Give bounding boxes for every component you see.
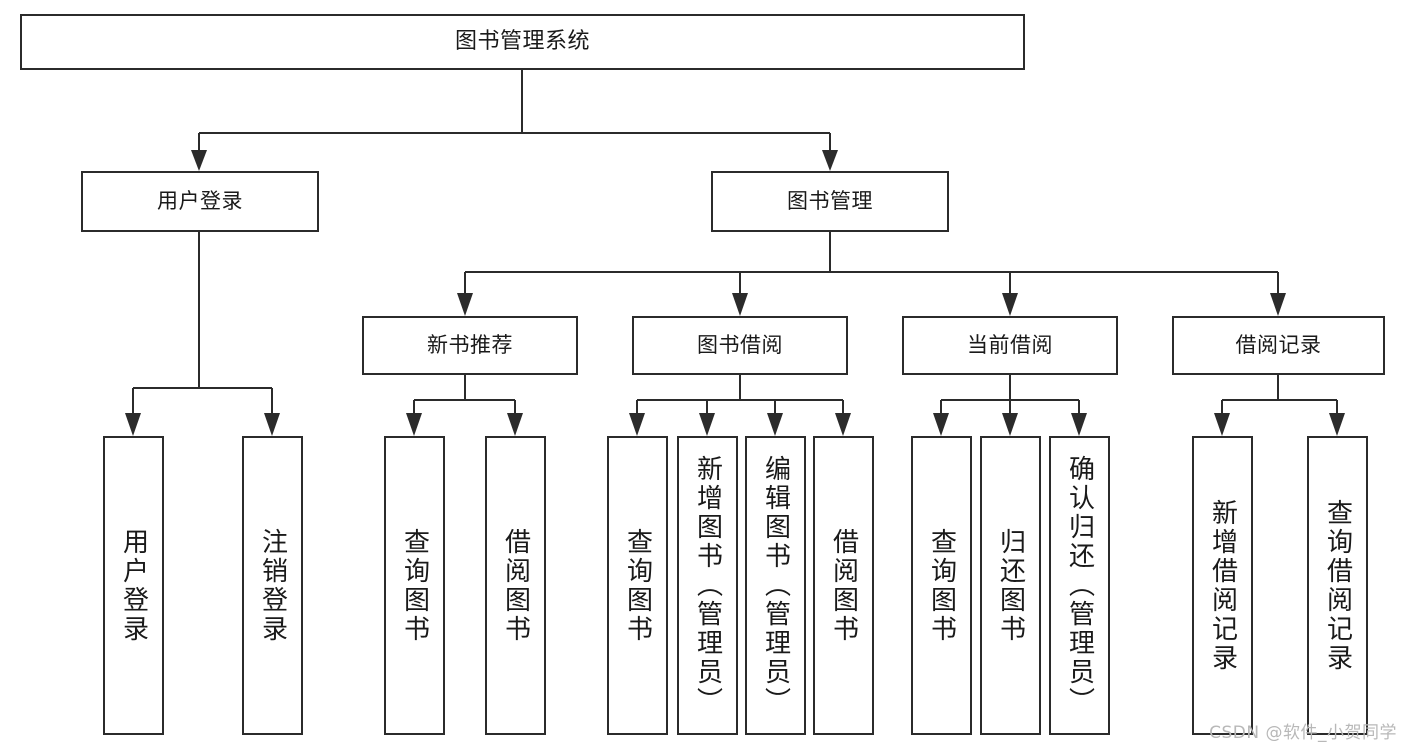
node-label: 图书管理系统 [454,29,590,55]
arrowhead-current [1002,293,1018,316]
node-leaf-query-borrow-record[interactable]: 查询借阅记录 [1307,436,1368,735]
arrowhead-leaf-logout [264,413,280,436]
node-label: 借阅图书 [500,527,531,644]
arrowhead-user-login [191,150,207,171]
node-label: 新书推荐 [427,333,513,358]
node-leaf-add-borrow-record[interactable]: 新增借阅记录 [1192,436,1253,735]
node-leaf-query-book-recommend[interactable]: 查询图书 [384,436,445,735]
node-user-login[interactable]: 用户登录 [81,171,319,232]
node-label: 编辑图书（管理员） [760,455,791,716]
node-leaf-borrow-book[interactable]: 借阅图书 [813,436,874,735]
arrowhead-b1 [629,413,645,436]
node-label: 注销登录 [257,527,288,644]
node-book-borrow[interactable]: 图书借阅 [632,316,848,375]
node-label: 新增图书（管理员） [692,455,723,716]
arrowhead-r1 [406,413,422,436]
arrowhead-rec2 [1329,413,1345,436]
arrowhead-record [1270,293,1286,316]
node-label: 用户登录 [118,527,149,644]
node-root-book-management-system[interactable]: 图书管理系统 [20,14,1025,70]
arrowhead-c3 [1071,413,1087,436]
arrowhead-leaf-user-login [125,413,141,436]
node-label: 图书管理 [787,189,873,214]
node-leaf-logout-login[interactable]: 注销登录 [242,436,303,735]
node-leaf-query-book-current[interactable]: 查询图书 [911,436,972,735]
node-label: 查询图书 [399,527,430,644]
node-label: 查询图书 [622,527,653,644]
node-book-management[interactable]: 图书管理 [711,171,949,232]
node-label: 归还图书 [995,527,1026,644]
node-leaf-return-book[interactable]: 归还图书 [980,436,1041,735]
node-leaf-borrow-book-recommend[interactable]: 借阅图书 [485,436,546,735]
arrowhead-b2 [699,413,715,436]
node-label: 确认归还（管理员） [1064,455,1095,716]
arrowhead-borrow [732,293,748,316]
node-label: 新增借阅记录 [1207,498,1238,673]
node-borrow-record[interactable]: 借阅记录 [1172,316,1385,375]
node-label: 图书借阅 [697,333,783,358]
node-label: 查询图书 [926,527,957,644]
arrowhead-book-manage [822,150,838,171]
node-label: 借阅图书 [828,527,859,644]
node-leaf-user-login[interactable]: 用户登录 [103,436,164,735]
node-leaf-edit-book-admin[interactable]: 编辑图书（管理员） [745,436,806,735]
node-leaf-query-book-borrow[interactable]: 查询图书 [607,436,668,735]
csdn-watermark: CSDN @软件_小贺同学 [1209,723,1397,743]
arrowhead-c1 [933,413,949,436]
arrowhead-r2 [507,413,523,436]
node-label: 当前借阅 [967,333,1053,358]
node-leaf-confirm-return-admin[interactable]: 确认归还（管理员） [1049,436,1110,735]
node-new-book-recommend[interactable]: 新书推荐 [362,316,578,375]
arrowhead-b4 [835,413,851,436]
arrowhead-b3 [767,413,783,436]
node-label: 用户登录 [157,189,243,214]
node-leaf-add-book-admin[interactable]: 新增图书（管理员） [677,436,738,735]
arrowhead-rec1 [1214,413,1230,436]
node-label: 借阅记录 [1235,333,1322,358]
node-label: 查询借阅记录 [1322,498,1353,673]
node-current-borrow[interactable]: 当前借阅 [902,316,1118,375]
arrowhead-recommend [457,293,473,316]
arrowhead-c2 [1002,413,1018,436]
